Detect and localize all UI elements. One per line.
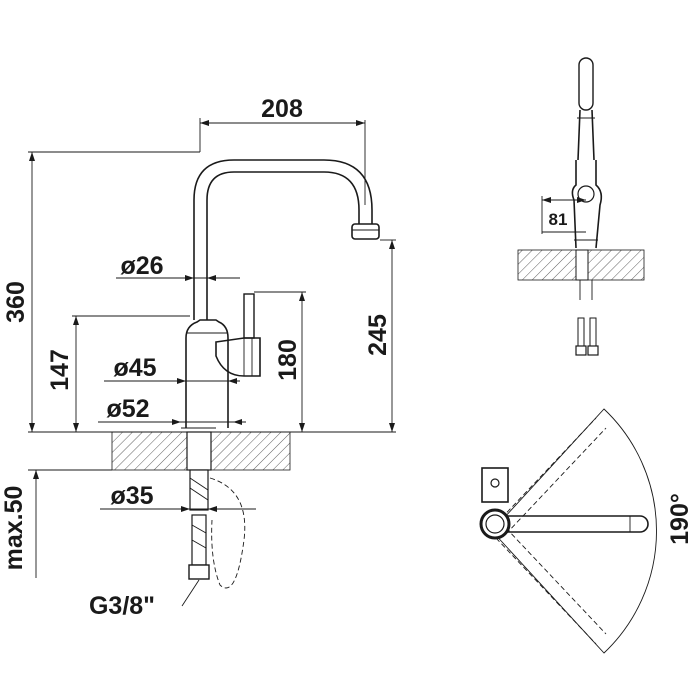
dim-35-label: ø35	[110, 482, 153, 510]
hose-connector	[188, 564, 210, 580]
side-connector-right	[587, 345, 599, 356]
dim-81-arrows	[542, 197, 586, 203]
dim-26-arrows	[185, 275, 216, 281]
shank-through-counter	[186, 431, 212, 471]
lever-hub	[215, 337, 261, 377]
top-spout	[507, 515, 649, 533]
hose-thread	[191, 539, 207, 549]
side-lever-hub	[577, 185, 595, 203]
side-view: 81	[517, 57, 645, 356]
side-hose-left	[577, 317, 585, 347]
swivel-lower-ghost	[495, 527, 607, 645]
side-hose-right	[589, 317, 597, 347]
front-view: 208 360 147 180 245 ø26 ø45 ø52	[0, 95, 396, 620]
dim-180-label: 180	[274, 339, 302, 381]
dim-81-label: 81	[549, 210, 568, 229]
top-lever-pin	[490, 478, 500, 488]
hose-thread	[191, 524, 207, 534]
spray-head	[351, 223, 380, 240]
dim-max50-arrow	[33, 470, 39, 479]
faucet-body	[185, 319, 229, 428]
side-body	[571, 160, 603, 249]
pull-out-hose-dashed	[209, 477, 246, 589]
dim-208-label: 208	[261, 95, 303, 123]
side-spout-neck	[577, 109, 595, 161]
dim-245-label: 245	[364, 314, 392, 356]
stud-thread	[189, 487, 209, 501]
dim-26-label: ø26	[120, 252, 163, 280]
side-spout-top	[578, 57, 594, 111]
swivel-sector	[491, 408, 657, 654]
side-shank	[575, 249, 589, 281]
top-body-inner	[485, 514, 505, 534]
dim-147-label: 147	[46, 349, 74, 391]
lever-stem	[243, 293, 255, 339]
dim-52-label: ø52	[106, 395, 149, 423]
thread-leader	[181, 579, 200, 607]
spout-outer	[193, 159, 373, 320]
side-connector-left	[575, 345, 587, 356]
top-view: 190°	[479, 408, 694, 654]
supply-hose	[191, 514, 207, 566]
dim-35-arrows	[181, 506, 217, 512]
top-lever	[481, 467, 509, 503]
swivel-angle-label: 190°	[666, 493, 694, 545]
dim-45-label: ø45	[113, 354, 156, 382]
thread-label: G3/8"	[89, 592, 155, 620]
stud-thread	[189, 477, 209, 491]
dim-max50-label: max.50	[0, 486, 28, 571]
dim-360-label: 360	[2, 281, 30, 323]
spout-inner	[206, 171, 360, 320]
